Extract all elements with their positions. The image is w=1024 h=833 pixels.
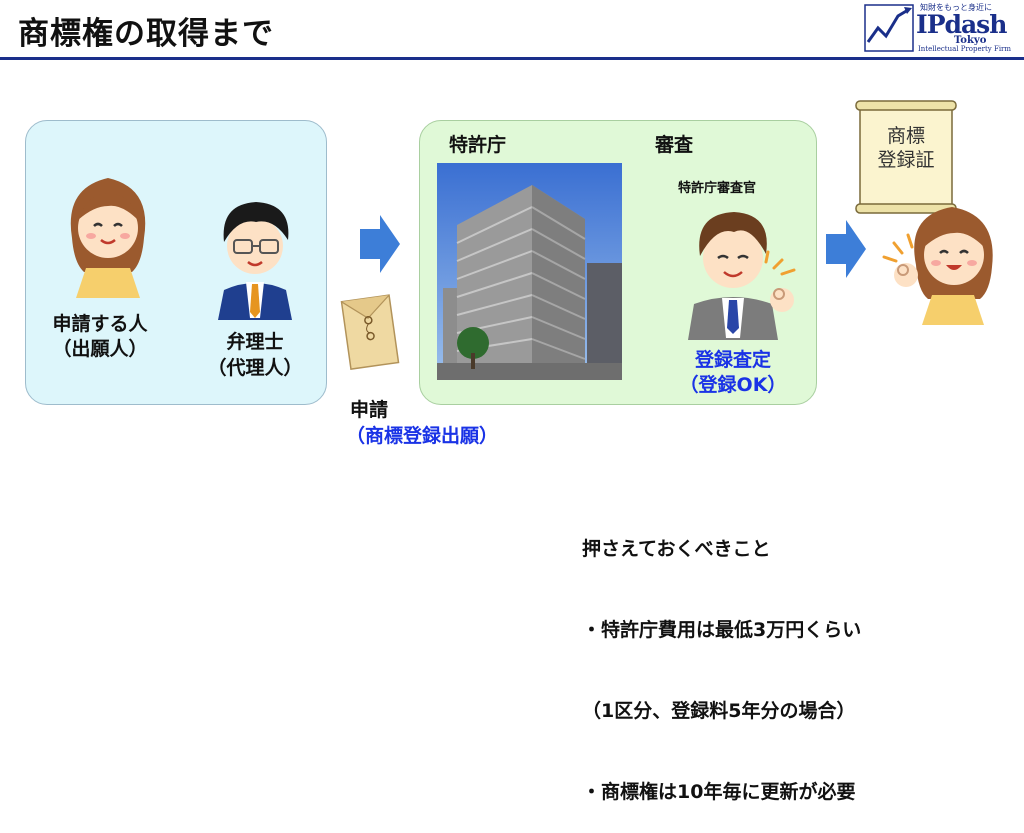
page-title: 商標権の取得まで (18, 16, 274, 52)
ipdash-logo: 知財をもっと身近に IPdash Tokyo Intellectual Prop… (862, 2, 1018, 54)
key-point-renewal: ・商標権は10年毎に更新が必要 (582, 781, 856, 803)
happy-woman-icon (882, 207, 993, 325)
logo-firm: Intellectual Property Firm (918, 45, 1012, 53)
key-point-fee-detail: （1区分、登録料5年分の場合） (582, 700, 856, 722)
key-points-heading: 押さえておくべきこと (582, 538, 771, 560)
application-label: 申請 (350, 399, 389, 421)
examination-label: 審査 (655, 134, 694, 156)
envelope-icon (340, 294, 400, 370)
registration-decision-sub-label: （登録OK） (679, 374, 787, 396)
applicant-label: 申請する人 (52, 313, 148, 335)
certificate-line1: 商標 (886, 125, 925, 147)
applicant-woman-icon (70, 178, 146, 298)
logo-city: Tokyo (954, 35, 987, 46)
applicant-sub-label: （出願人） (52, 338, 148, 360)
certificate-text: 商標 登録証 (860, 124, 952, 172)
attorney-man-icon (218, 202, 292, 320)
registration-decision-label: 登録査定 (694, 349, 771, 371)
attorney-sub-label: （代理人） (207, 357, 303, 379)
logo-tagline: 知財をもっと身近に (920, 3, 992, 12)
examiner-man-icon (688, 212, 796, 340)
patent-office-building-photo (437, 163, 622, 380)
patent-office-label: 特許庁 (449, 134, 507, 156)
examiner-label: 特許庁審査官 (678, 181, 757, 196)
title-underline (0, 57, 1024, 60)
key-points-block: 押さえておくべきこと ・特許庁費用は最低3万円くらい （1区分、登録料5年分の場… (582, 482, 861, 833)
logo-brand: IPdash (916, 10, 1007, 39)
certificate-line2: 登録証 (877, 149, 935, 171)
attorney-label: 弁理士 (226, 331, 284, 353)
flow-arrow-icon (826, 220, 866, 278)
key-point-fee: ・特許庁費用は最低3万円くらい (582, 619, 862, 641)
chart-logo-icon (864, 4, 914, 52)
application-sub-label: （商標登録出願） (346, 425, 499, 447)
flow-arrow-icon (360, 215, 400, 273)
certificate-scroll-icon (855, 100, 957, 214)
